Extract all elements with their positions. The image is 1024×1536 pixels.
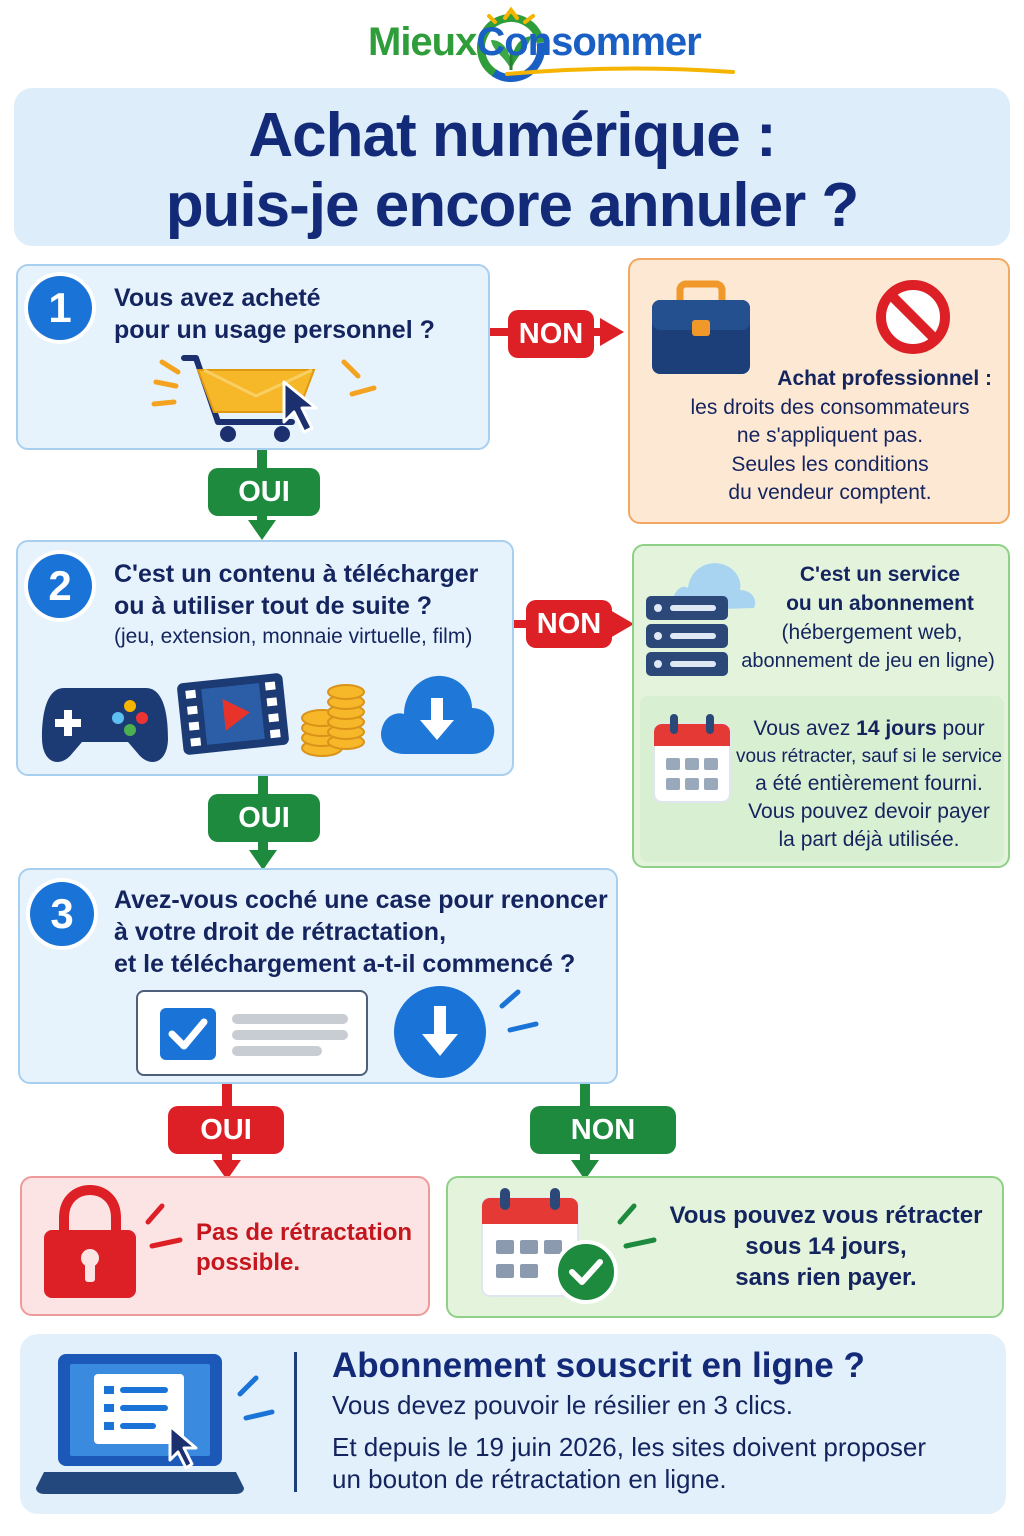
result-service-delay-line3: Vous pouvez devoir payer xyxy=(748,800,990,823)
result-withdrawal-ok-text3: sans rien payer. xyxy=(735,1264,917,1291)
calendar-icon xyxy=(653,714,731,803)
result-professional-line1: les droits des consommateurs xyxy=(690,396,970,419)
checkbox-text-placeholder-2 xyxy=(232,1030,348,1040)
result-withdrawal-ok-text1: Vous pouvez vous rétracter xyxy=(669,1202,983,1229)
checkbox-text-placeholder-1 xyxy=(232,1014,348,1024)
info-line2a: Et depuis le 19 juin 2026, les sites doi… xyxy=(332,1432,927,1462)
step-1-number: 1 xyxy=(28,276,92,340)
result-no-withdrawal-line2: possible. xyxy=(196,1249,301,1276)
step-3-question-line1: Avez-vous coché une case pour renoncer xyxy=(114,886,608,914)
result-withdrawal-ok-line2: sous 14 jours, xyxy=(664,1231,988,1262)
padlock-icon xyxy=(44,1184,183,1298)
checkbox-text-placeholder-3 xyxy=(232,1046,322,1056)
step-3-question-line3: et le téléchargement a-t-il commencé ? xyxy=(114,950,576,978)
gamepad-icon xyxy=(42,688,168,762)
result-service-delay-prefix: Vous avez xyxy=(753,717,857,740)
result-service-title-text2: ou un abonnement xyxy=(786,592,974,615)
prohibited-icon xyxy=(876,280,950,354)
result-professional-title: Achat professionnel : xyxy=(640,364,1010,393)
step-2-question-line1: C'est un contenu à télécharger xyxy=(114,560,479,588)
laptop-icon xyxy=(36,1354,275,1494)
result-professional-line4: du vendeur comptent. xyxy=(728,481,932,504)
result-professional-line3: Seules les conditions xyxy=(731,453,929,476)
info-title: Abonnement souscrit en ligne ? xyxy=(332,1346,865,1385)
result-service-delay-line2: a été entièrement fourni. xyxy=(755,772,983,795)
download-icon xyxy=(394,986,539,1078)
yes-label-1: OUI xyxy=(208,468,320,516)
brand-name: MieuxConsommer xyxy=(368,20,702,65)
film-icon xyxy=(177,673,289,755)
step-2-question-line2: ou à utiliser tout de suite ? xyxy=(114,592,433,620)
result-service-delay-days: 14 jours xyxy=(856,717,937,740)
checkbox-icon xyxy=(160,1008,216,1060)
brand-name-part2: Consommer xyxy=(476,20,701,64)
brand-underline xyxy=(505,66,735,76)
arrow-no-3-head xyxy=(571,1160,599,1180)
result-service-title-line2: ou un abonnement xyxy=(760,589,1000,618)
result-service-line1: (hébergement web, xyxy=(781,621,963,644)
result-service-delay-line4: la part déjà utilisée. xyxy=(778,828,960,851)
page-title-line1: Achat numérique : xyxy=(248,101,776,170)
result-service-line2: abonnement de jeu en ligne) xyxy=(741,650,995,672)
coins-icon xyxy=(301,684,365,757)
result-professional-title-text: Achat professionnel : xyxy=(777,367,992,390)
result-no-withdrawal-line1: Pas de rétractation xyxy=(196,1219,413,1246)
brand-name-part1: Mieux xyxy=(368,20,477,64)
info-line1: Vous devez pouvoir le résilier en 3 clic… xyxy=(332,1390,794,1420)
shopping-cart-icon xyxy=(151,355,377,442)
arrow-no-1-head xyxy=(600,318,624,346)
step-3-question-line2: à votre droit de rétractation, xyxy=(114,918,447,946)
result-service-delay-line0: Vous avez 14 jours pour xyxy=(734,714,1004,743)
leaf-logo-icon xyxy=(477,6,545,82)
arrow-no-2-head xyxy=(610,610,634,638)
result-withdrawal-ok-line1: Vous pouvez vous rétracter xyxy=(664,1200,988,1231)
step-2-examples: (jeu, extension, monnaie virtuelle, film… xyxy=(114,625,473,648)
step-2-number: 2 xyxy=(28,554,92,618)
result-service-title-line1: C'est un service xyxy=(760,560,1000,589)
cloud-download-icon xyxy=(380,675,495,754)
no-label-1: NON xyxy=(508,310,594,358)
result-service-delay-line1: vous rétracter, sauf si le service xyxy=(735,746,1003,767)
arrow-yes-2-head xyxy=(249,850,277,870)
calendar-check-icon xyxy=(481,1188,657,1304)
info-divider xyxy=(294,1352,297,1492)
result-professional-line2: ne s'appliquent pas. xyxy=(736,424,924,447)
page-title-line2: puis-je encore annuler ? xyxy=(165,171,860,240)
no-label-2: NON xyxy=(526,600,612,648)
step-1-question-line1: Vous avez acheté xyxy=(114,284,321,312)
result-withdrawal-ok-text2: sous 14 jours, xyxy=(745,1233,907,1260)
step-1-question-line2: pour un usage personnel ? xyxy=(114,316,435,344)
server-cloud-icon xyxy=(646,563,756,676)
info-line2b: un bouton de rétractation en ligne. xyxy=(332,1464,727,1494)
yes-label-2: OUI xyxy=(208,794,320,842)
arrow-yes-3-head xyxy=(213,1160,241,1180)
result-withdrawal-ok-line3: sans rien payer. xyxy=(664,1262,988,1293)
step-3-number: 3 xyxy=(30,882,94,946)
yes-label-3: OUI xyxy=(168,1106,284,1154)
arrow-yes-1-head xyxy=(248,520,276,540)
result-service-delay-suffix: pour xyxy=(936,717,985,740)
briefcase-icon xyxy=(652,280,750,374)
no-label-3: NON xyxy=(530,1106,676,1154)
title-banner xyxy=(14,88,1010,246)
result-service-title-text1: C'est un service xyxy=(799,563,961,586)
